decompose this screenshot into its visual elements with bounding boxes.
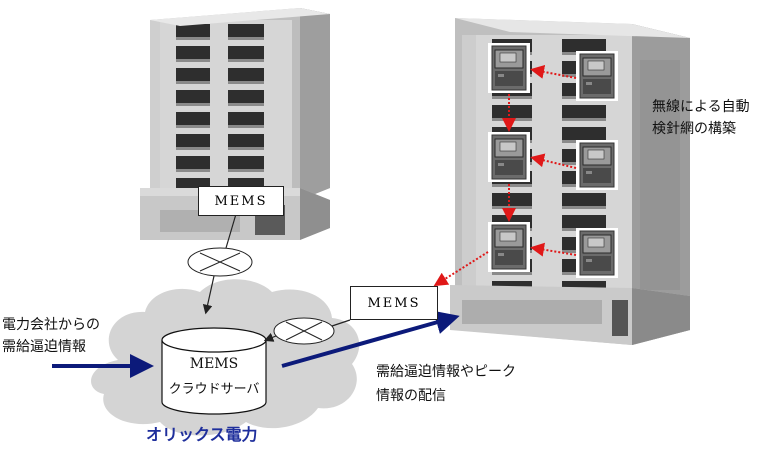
company-name: オリックス電力 xyxy=(146,425,258,444)
right-building xyxy=(450,18,690,345)
delivery-label: 需給逼迫情報やピーク 情報の配信 xyxy=(376,360,516,408)
delivery-line2: 情報の配信 xyxy=(376,388,446,404)
smart-meter-icon xyxy=(487,221,531,273)
smart-meter-icon xyxy=(575,50,619,102)
wireless-line1: 無線による自動 xyxy=(652,99,750,115)
left-building xyxy=(140,8,330,240)
router-icon xyxy=(273,317,335,345)
smart-meter-icon xyxy=(575,139,619,191)
mems-box-mid: MEMS xyxy=(350,286,438,320)
delivery-line1: 需給逼迫情報やピーク xyxy=(376,364,516,380)
wireless-network-label: 無線による自動 検針網の構築 xyxy=(652,96,750,140)
wireless-line2: 検針網の構築 xyxy=(652,121,736,137)
router-icon xyxy=(187,247,253,277)
utility-info-line1: 電力会社からの xyxy=(2,317,100,333)
smart-meter-icon xyxy=(575,227,619,279)
smart-meter-icon xyxy=(487,42,531,94)
server-subtitle: クラウドサーバ xyxy=(168,382,260,397)
database-cylinder-icon xyxy=(161,327,267,415)
server-title: MEMS xyxy=(189,356,239,372)
wireless-links xyxy=(433,64,577,287)
blue-arrows xyxy=(52,310,460,378)
utility-info-line2: 需給逼迫情報 xyxy=(2,339,86,355)
network-connectors xyxy=(202,213,351,342)
smart-meter-icon xyxy=(487,131,531,183)
utility-info-label: 電力会社からの 需給逼迫情報 xyxy=(2,314,100,358)
mems-box-top: MEMS xyxy=(198,186,284,216)
